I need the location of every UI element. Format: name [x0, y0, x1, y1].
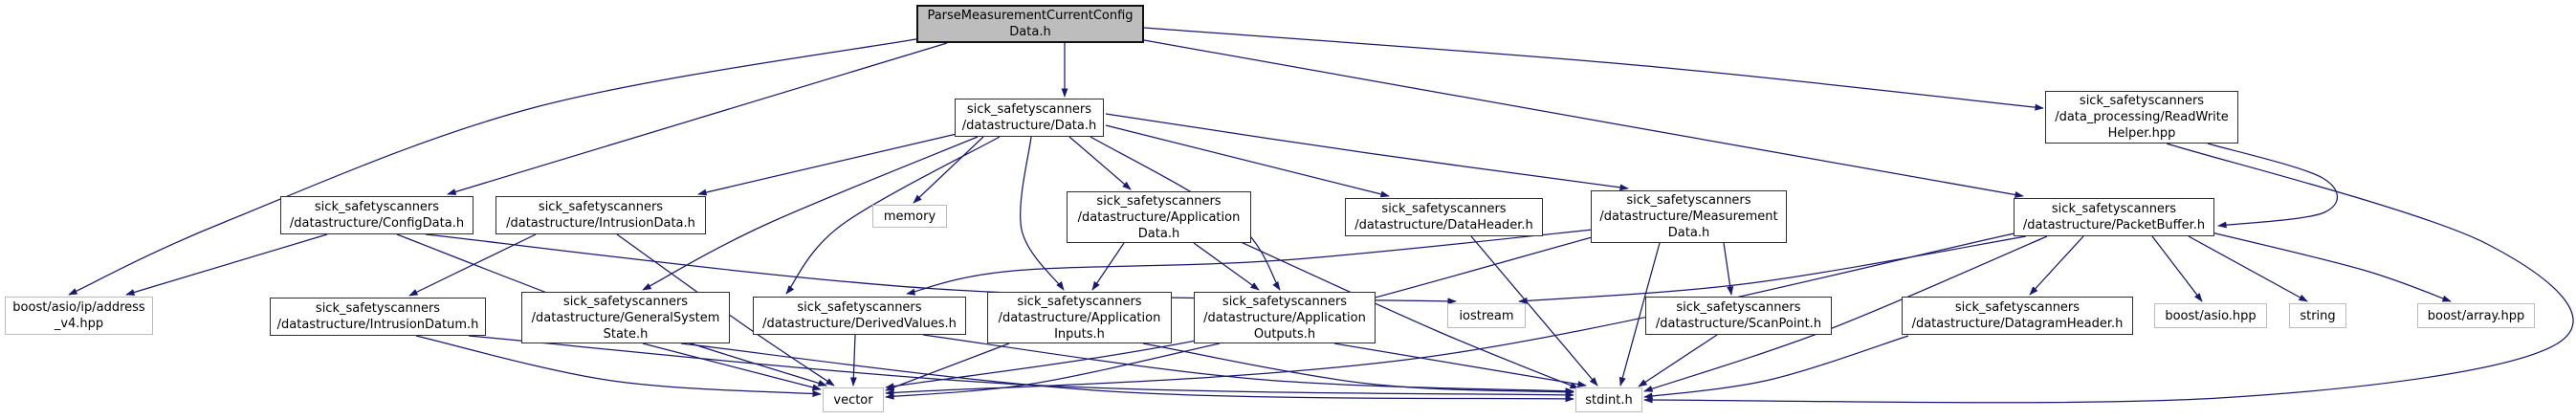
edge-intrusiondatum-vector [415, 335, 822, 397]
graph-node-configdata[interactable]: sick_safetyscanners /datastructure/Confi… [280, 196, 473, 234]
graph-node-label: memory [883, 209, 936, 224]
edge-applicationdata-appinputs [1091, 242, 1125, 291]
graph-node-label: sick_safetyscanners /datastructure/Appli… [1203, 294, 1366, 342]
graph-node-label: ParseMeasurementCurrentConfig Data.h [927, 9, 1134, 39]
edge-parse-packetbuffer [1143, 39, 2024, 198]
edge-data-generalsystemstate [642, 136, 979, 291]
edge-packetbuffer-boostarray [2211, 232, 2452, 302]
edge-derivedvalues-stdint [922, 334, 1574, 395]
graph-node-boostasio: boost/asio.hpp [2154, 303, 2267, 328]
edge-packetbuffer-string [2188, 235, 2308, 302]
graph-node-label: sick_safetyscanners /datastructure/Confi… [289, 200, 465, 231]
edge-readwrite-packetbuffer [2207, 143, 2339, 229]
graph-node-label: string [2300, 308, 2336, 323]
edge-data-derivedvalues [785, 136, 1001, 295]
edge-parse-readwrite [1143, 27, 2044, 111]
graph-node-generalsystemstate[interactable]: sick_safetyscanners /datastructure/Gener… [521, 292, 730, 343]
graph-node-label: boost/array.hpp [2427, 308, 2525, 323]
graph-node-data[interactable]: sick_safetyscanners /datastructure/Data.… [955, 99, 1104, 137]
edge-data-dataheader [1105, 124, 1390, 198]
edge-dataheader-stdint [1470, 235, 1598, 387]
graph-node-stdint: stdint.h [1575, 387, 1642, 412]
graph-node-label: sick_safetyscanners /datastructure/Measu… [1599, 193, 1778, 240]
edge-data-applicationdata [1068, 136, 1132, 190]
graph-node-memory: memory [872, 205, 947, 228]
edge-generalsystemstate-vector [642, 343, 822, 391]
edge-data-intrusiondata [697, 133, 958, 196]
graph-node-boostarray: boost/array.hpp [2417, 303, 2535, 328]
edge-packetbuffer-boostasio [2151, 235, 2203, 302]
graph-node-parse: ParseMeasurementCurrentConfig Data.h [916, 5, 1144, 43]
edge-generalsystemstate-stdint [680, 343, 1574, 403]
edge-readwrite-stdint [1643, 143, 2574, 404]
edge-packetbuffer-iostream [1518, 235, 2027, 304]
edge-data-memory [913, 136, 984, 204]
graph-node-derivedvalues[interactable]: sick_safetyscanners /datastructure/Deriv… [753, 297, 966, 335]
edge-appoutputs-stdint [1333, 343, 1587, 388]
graph-node-applicationdata[interactable]: sick_safetyscanners /datastructure/Appli… [1067, 191, 1251, 243]
graph-node-dataheader[interactable]: sick_safetyscanners /datastructure/DataH… [1345, 198, 1543, 236]
edge-configdata-addressv4 [125, 233, 328, 296]
edge-parse-addressv4 [68, 37, 922, 296]
edge-parse-configdata [447, 42, 948, 195]
graph-node-label: sick_safetyscanners /datastructure/Packe… [2022, 202, 2206, 232]
edge-packetbuffer-datagramheader [2029, 235, 2084, 296]
edge-datagramheader-stdint [1643, 335, 1909, 400]
edge-measurementdata-derivedvalues [906, 229, 1594, 296]
graph-node-label: sick_safetyscanners /datastructure/Deriv… [762, 300, 957, 331]
graph-node-measurementdata[interactable]: sick_safetyscanners /datastructure/Measu… [1591, 190, 1787, 243]
graph-node-label: sick_safetyscanners /datastructure/Intru… [506, 200, 695, 231]
graph-node-label: sick_safetyscanners /datastructure/DataH… [1354, 202, 1533, 232]
edge-measurementdata-stdint [1618, 242, 1661, 387]
graph-node-label: sick_safetyscanners /datastructure/ScanP… [1655, 300, 1822, 331]
graph-node-label: sick_safetyscanners /datastructure/Gener… [531, 294, 720, 342]
graph-node-label: sick_safetyscanners /data_processing/Rea… [2055, 94, 2229, 141]
edge-intrusiondata-intrusiondatum [408, 233, 537, 297]
edge-data-measurementdata [1105, 113, 1629, 191]
graph-node-datagramheader[interactable]: sick_safetyscanners /datastructure/Datag… [1902, 297, 2133, 335]
graph-node-vector: vector [823, 387, 884, 412]
graph-node-label: sick_safetyscanners /datastructure/Appli… [1077, 193, 1241, 241]
edge-applicationdata-stdint [1238, 240, 1579, 389]
edge-appinputs-vector [885, 343, 1010, 391]
graph-node-readwrite[interactable]: sick_safetyscanners /data_processing/Rea… [2045, 91, 2238, 144]
edge-derivedvalues-vector [849, 334, 857, 387]
edge-data-appinputs [1020, 136, 1065, 291]
graph-node-addressv4: boost/asio/ip/address _v4.hpp [5, 297, 153, 335]
graph-node-label: sick_safetyscanners /datastructure/Intru… [276, 301, 479, 332]
edge-measurementdata-scanpoint [1723, 242, 1734, 296]
graph-node-string: string [2289, 303, 2346, 328]
edge-packetbuffer-vector [885, 232, 2015, 396]
graph-node-intrusiondatum[interactable]: sick_safetyscanners /datastructure/Intru… [270, 298, 486, 336]
graph-node-appinputs[interactable]: sick_safetyscanners /datastructure/Appli… [987, 292, 1172, 343]
edge-intrusiondatum-stdint [468, 335, 1574, 399]
graph-node-label: iostream [1459, 308, 1514, 323]
graph-node-packetbuffer[interactable]: sick_safetyscanners /datastructure/Packe… [2014, 198, 2214, 236]
graph-node-iostream: iostream [1447, 303, 1526, 328]
graph-node-scanpoint[interactable]: sick_safetyscanners /datastructure/ScanP… [1645, 297, 1832, 335]
edge-intrusiondata-vector [616, 233, 835, 387]
graph-node-label: vector [833, 392, 873, 408]
graph-node-intrusiondata[interactable]: sick_safetyscanners /datastructure/Intru… [495, 196, 706, 234]
graph-node-label: sick_safetyscanners /datastructure/Data.… [961, 102, 1097, 133]
edge-applicationdata-appoutputs [1193, 242, 1260, 291]
graph-node-appoutputs[interactable]: sick_safetyscanners /datastructure/Appli… [1194, 292, 1376, 343]
graph-node-label: boost/asio/ip/address _v4.hpp [12, 300, 145, 331]
edge-appoutputs-vector [885, 343, 1221, 400]
graph-node-label: sick_safetyscanners /datastructure/Datag… [1911, 300, 2124, 331]
graph-node-label: stdint.h [1585, 392, 1633, 408]
edge-appinputs-stdint [1142, 343, 1574, 396]
edge-scanpoint-stdint [1638, 334, 1718, 387]
graph-node-label: sick_safetyscanners /datastructure/Appli… [998, 294, 1161, 342]
graph-node-label: boost/asio.hpp [2165, 308, 2257, 323]
